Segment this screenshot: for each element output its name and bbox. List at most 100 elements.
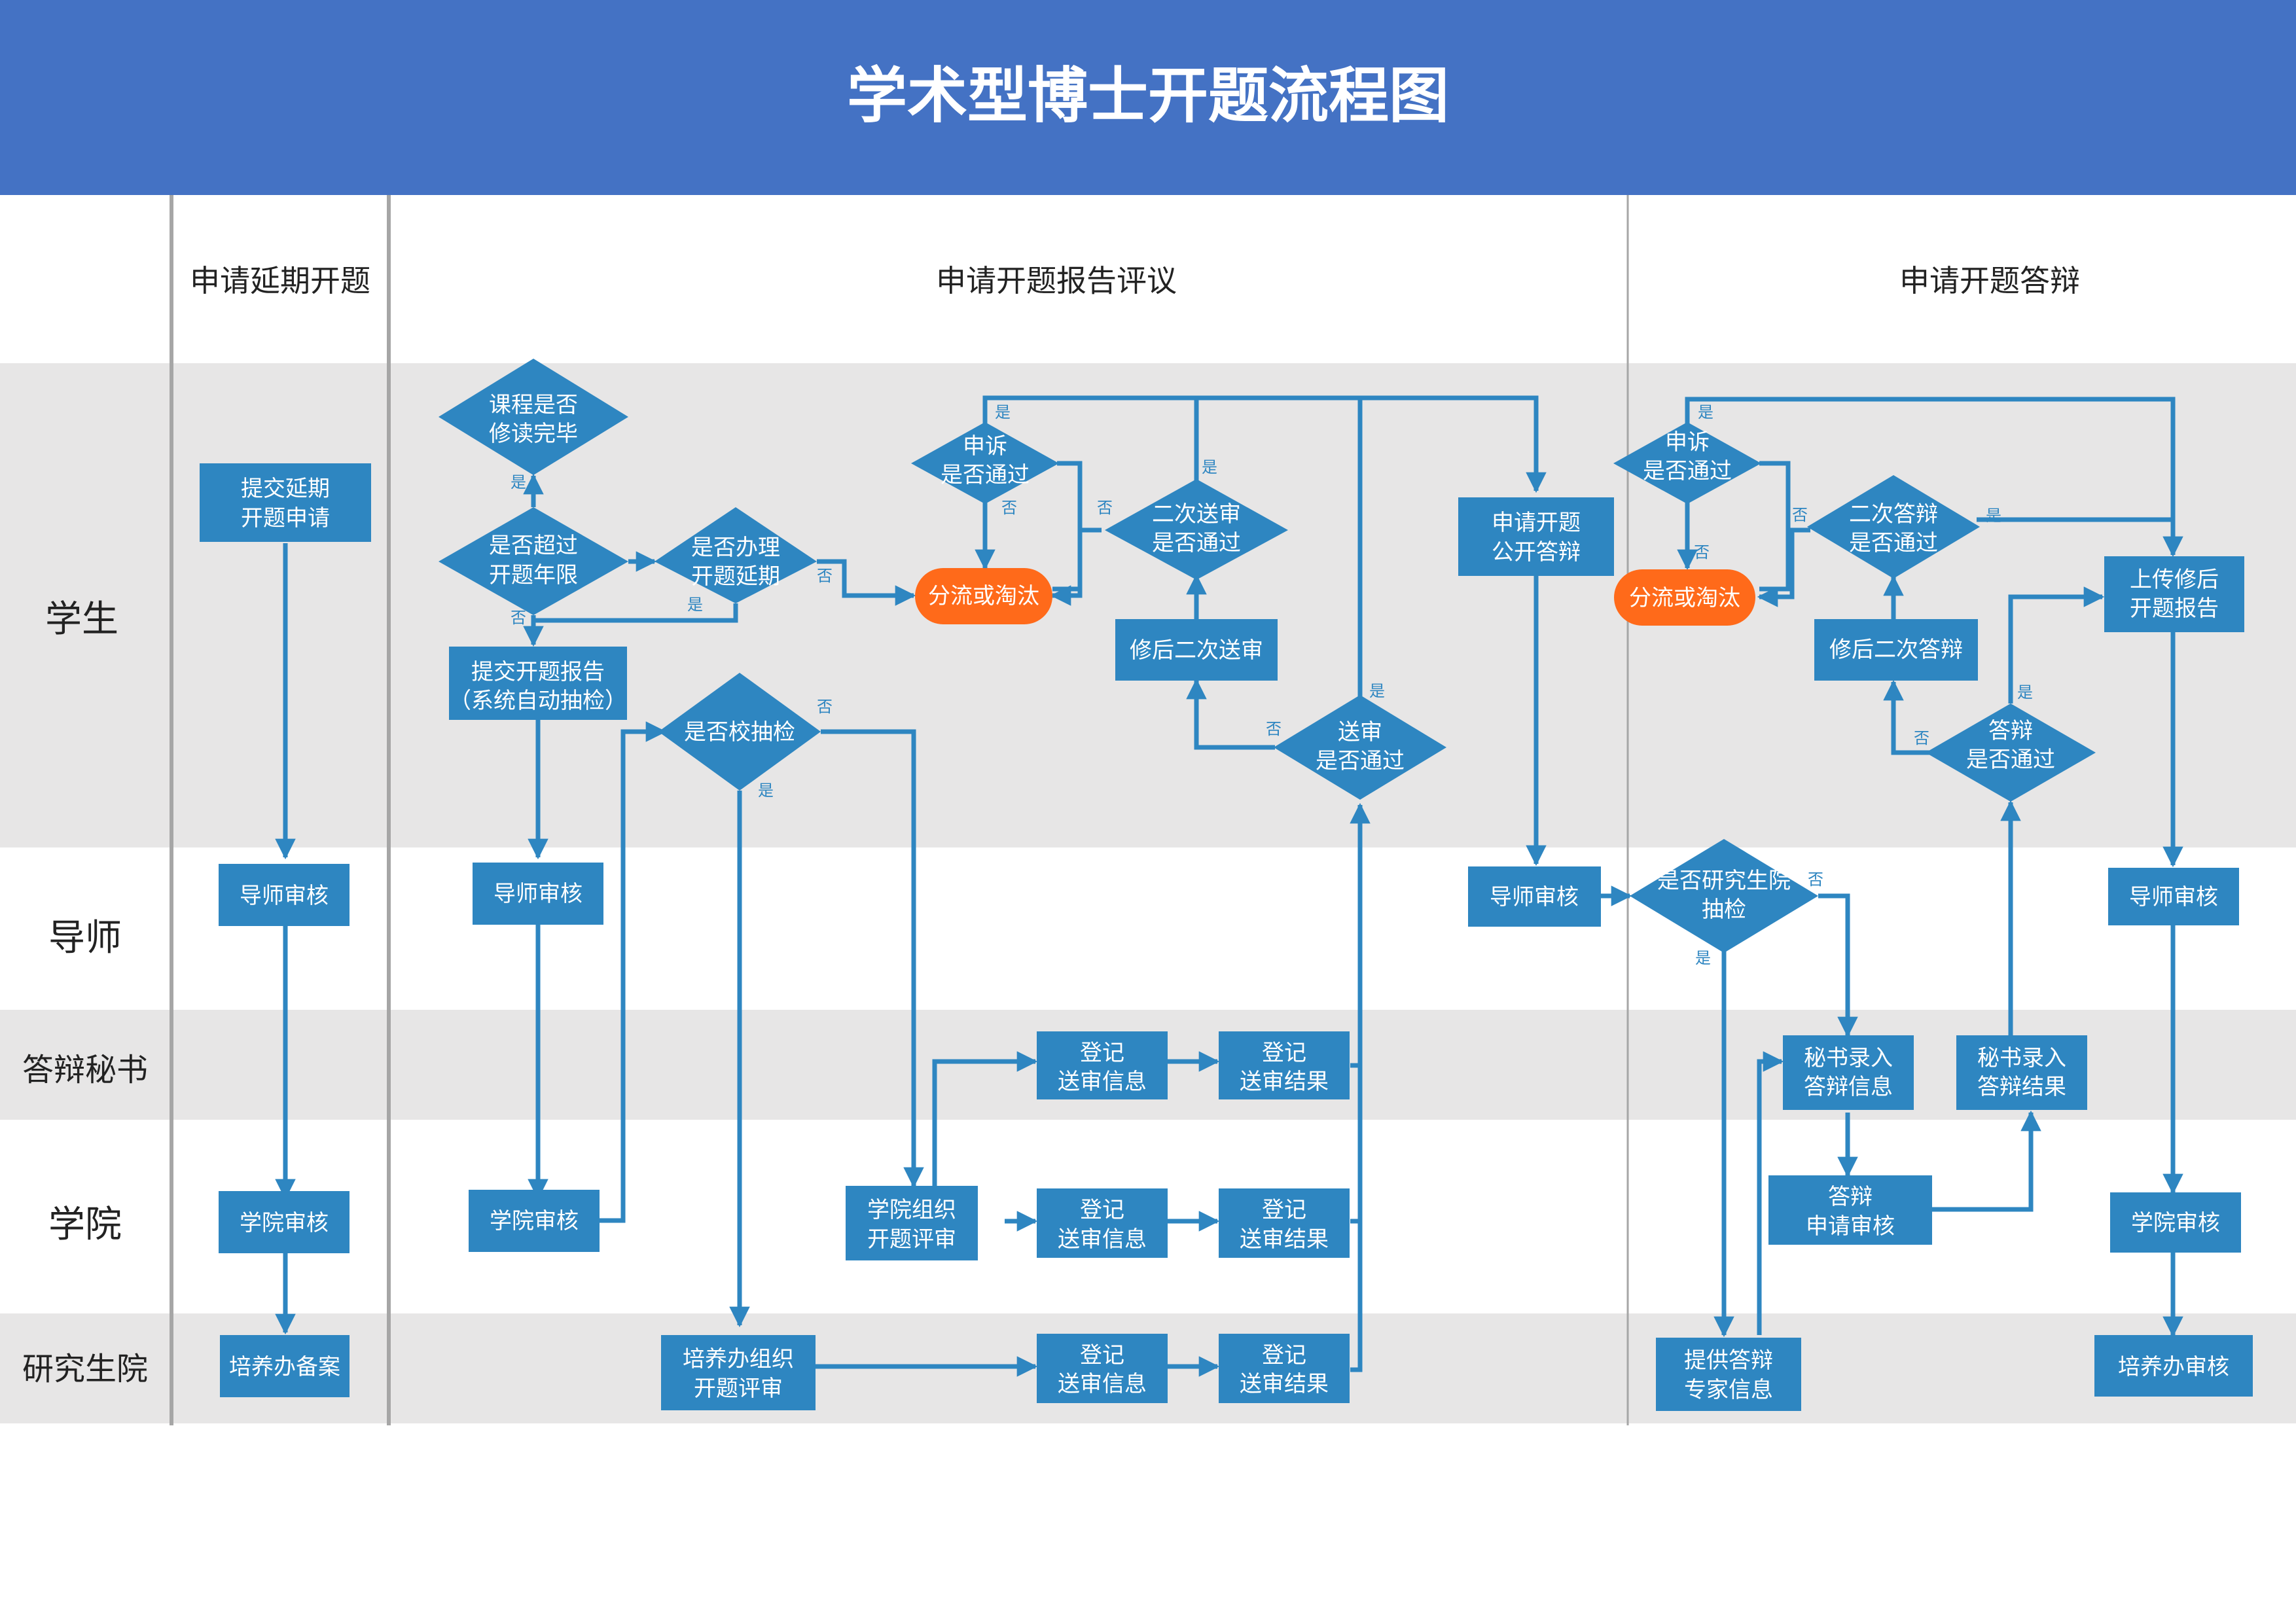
edge-appeal2-yes-top [1685,397,2183,558]
edge-check-no-to-college-org [821,729,924,1188]
label-yes-appeal2: 是 [1698,403,1713,421]
node-course-done[interactable]: 课程是否 修读完毕 [439,359,628,475]
label-no-delay: 否 [817,567,833,585]
node-sec-defense-info[interactable]: 秘书录入 答辩信息 [1783,1035,1914,1110]
label-yes-check: 是 [758,781,774,800]
lane-label-student: 学生 [45,598,118,641]
node-reg-info-secretary[interactable]: 登记 送审信息 [1037,1031,1168,1099]
node-reg-info-college[interactable]: 登记 送审信息 [1037,1188,1168,1258]
svg-text:是否研究生院: 是否研究生院 [1657,868,1791,894]
svg-text:送审信息: 送审信息 [1058,1371,1147,1397]
node-school-check[interactable]: 是否校抽检 [658,673,821,791]
svg-text:送审结果: 送审结果 [1240,1069,1329,1095]
node-reg-result-graduate[interactable]: 登记 送审结果 [1219,1334,1350,1403]
svg-text:是否办理: 是否办理 [691,535,780,561]
node-review-pass[interactable]: 送审 是否通过 [1274,695,1446,800]
node-revise-defense[interactable]: 修后二次答辩 [1814,619,1978,681]
node-second-review[interactable]: 二次送审 是否通过 [1105,479,1288,580]
phase-header-delay: 申请延期开题 [190,263,370,298]
svg-text:送审信息: 送审信息 [1058,1226,1147,1253]
node-reg-result-college[interactable]: 登记 送审结果 [1219,1188,1350,1258]
svg-text:开题年限: 开题年限 [489,562,578,588]
node-reg-info-graduate[interactable]: 登记 送审信息 [1037,1334,1168,1403]
node-submit-report[interactable]: 提交开题报告 （系统自动抽检） [449,647,627,720]
node-revise-resubmit[interactable]: 修后二次送审 [1115,619,1278,681]
svg-text:提供答辩: 提供答辩 [1684,1347,1773,1374]
node-college-organize[interactable]: 学院组织 开题评审 [846,1186,978,1260]
edge-review-no-to-revise [1186,678,1275,750]
title-bar [0,0,2296,195]
edge-appeal2-no-to-divert-b [1759,461,1791,592]
svg-text:修后二次送审: 修后二次送审 [1130,637,1263,664]
edge-college2-to-check [600,721,667,1223]
edge-delay-no-to-divert [817,559,916,606]
svg-text:公开答辩: 公开答辩 [1492,539,1581,565]
edge-expert-to-secinfo [1757,1051,1784,1335]
svg-text:是否通过: 是否通过 [1966,747,2055,773]
label-no-appeal2: 否 [1694,543,1710,562]
label-yes-second-defense: 是 [1986,507,2001,525]
svg-text:答辩: 答辩 [1828,1184,1873,1210]
svg-text:答辩结果: 答辩结果 [1977,1074,2066,1100]
svg-text:是否通过: 是否通过 [941,462,1030,488]
node-second-defense[interactable]: 二次答辩 是否通过 [1807,475,1980,579]
node-reg-result-secretary[interactable]: 登记 送审结果 [1219,1031,1350,1099]
svg-text:培养办组织: 培养办组织 [683,1346,794,1372]
edge-second-defense-no-to-divert [1757,527,1810,607]
edge-appeal-no-to-divert-b [1052,461,1083,592]
node-office-file[interactable]: 培养办备案 [220,1335,350,1397]
label-no-review: 否 [1266,720,1282,738]
node-apply-defense[interactable]: 申请开题 公开答辩 [1458,497,1614,576]
lane-label-college: 学院 [48,1204,122,1246]
node-defense-pass[interactable]: 答辩 是否通过 [1926,704,2096,802]
node-tutor-review-3[interactable]: 导师审核 [1468,866,1601,927]
node-expert-info[interactable]: 提供答辩 专家信息 [1656,1338,1801,1411]
node-divert-1[interactable]: 分流或淘汰 [915,568,1052,624]
label-yes-review: 是 [1369,682,1385,700]
node-appeal-1[interactable]: 申诉 是否通过 [911,422,1059,504]
svg-text:提交开题报告: 提交开题报告 [471,659,605,685]
svg-text:导师审核: 导师审核 [240,883,329,909]
svg-text:是否超过: 是否超过 [489,533,578,559]
node-tutor-review-4[interactable]: 导师审核 [2108,868,2239,925]
node-divert-2[interactable]: 分流或淘汰 [1614,569,1755,626]
node-defense-apply-review[interactable]: 答辩 申请审核 [1768,1175,1932,1245]
svg-text:是否通过: 是否通过 [1643,458,1732,484]
node-upload-report[interactable]: 上传修后 开题报告 [2104,556,2244,632]
svg-text:送审信息: 送审信息 [1058,1069,1147,1095]
label-no-gscheck: 否 [1808,870,1823,889]
edge-apply-review-to-sec-result [1932,1110,2041,1212]
node-college-review-2[interactable]: 学院审核 [469,1190,600,1252]
lane-label-secretary: 答辩秘书 [22,1052,148,1088]
svg-text:分流或淘汰: 分流或淘汰 [1629,585,1740,611]
node-college-review-4[interactable]: 学院审核 [2110,1192,2241,1253]
node-college-review-1[interactable]: 学院审核 [219,1191,350,1253]
node-do-delay[interactable]: 是否办理 开题延期 [655,507,817,603]
svg-text:申诉: 申诉 [963,433,1007,459]
svg-text:答辩信息: 答辩信息 [1804,1074,1893,1100]
svg-text:登记: 登记 [1080,1197,1124,1223]
lane-label-tutor: 导师 [48,917,122,959]
lane-bg-student [0,363,2296,847]
svg-text:抽检: 抽检 [1702,897,1746,923]
svg-text:（系统自动抽检）: （系统自动抽检） [449,688,627,714]
svg-text:二次送审: 二次送审 [1152,501,1241,527]
node-tutor-review-2[interactable]: 导师审核 [473,863,603,925]
node-over-limit[interactable]: 是否超过 开题年限 [439,507,628,615]
svg-text:登记: 登记 [1262,1040,1306,1066]
svg-text:修后二次答辩: 修后二次答辩 [1829,637,1963,663]
svg-text:秘书录入: 秘书录入 [1804,1045,1893,1071]
node-office-review-4[interactable]: 培养办审核 [2094,1335,2253,1397]
node-appeal-2[interactable]: 申诉 是否通过 [1613,422,1761,504]
svg-text:专家信息: 专家信息 [1684,1377,1773,1403]
svg-text:登记: 登记 [1262,1342,1306,1368]
svg-text:修读完毕: 修读完毕 [489,421,578,447]
node-tutor-review-1[interactable]: 导师审核 [219,864,350,926]
label-no-defense: 否 [1914,729,1929,747]
edge-gscheck-no-to-secinfo [1818,893,1858,1038]
phase-header-defense: 申请开题答辩 [1899,263,2080,298]
node-office-organize[interactable]: 培养办组织 开题评审 [661,1335,816,1410]
node-sec-defense-result[interactable]: 秘书录入 答辩结果 [1956,1035,2087,1110]
node-gs-check[interactable]: 是否研究生院 抽检 [1630,839,1818,953]
node-submit-delay[interactable]: 提交延期 开题申请 [200,463,371,542]
